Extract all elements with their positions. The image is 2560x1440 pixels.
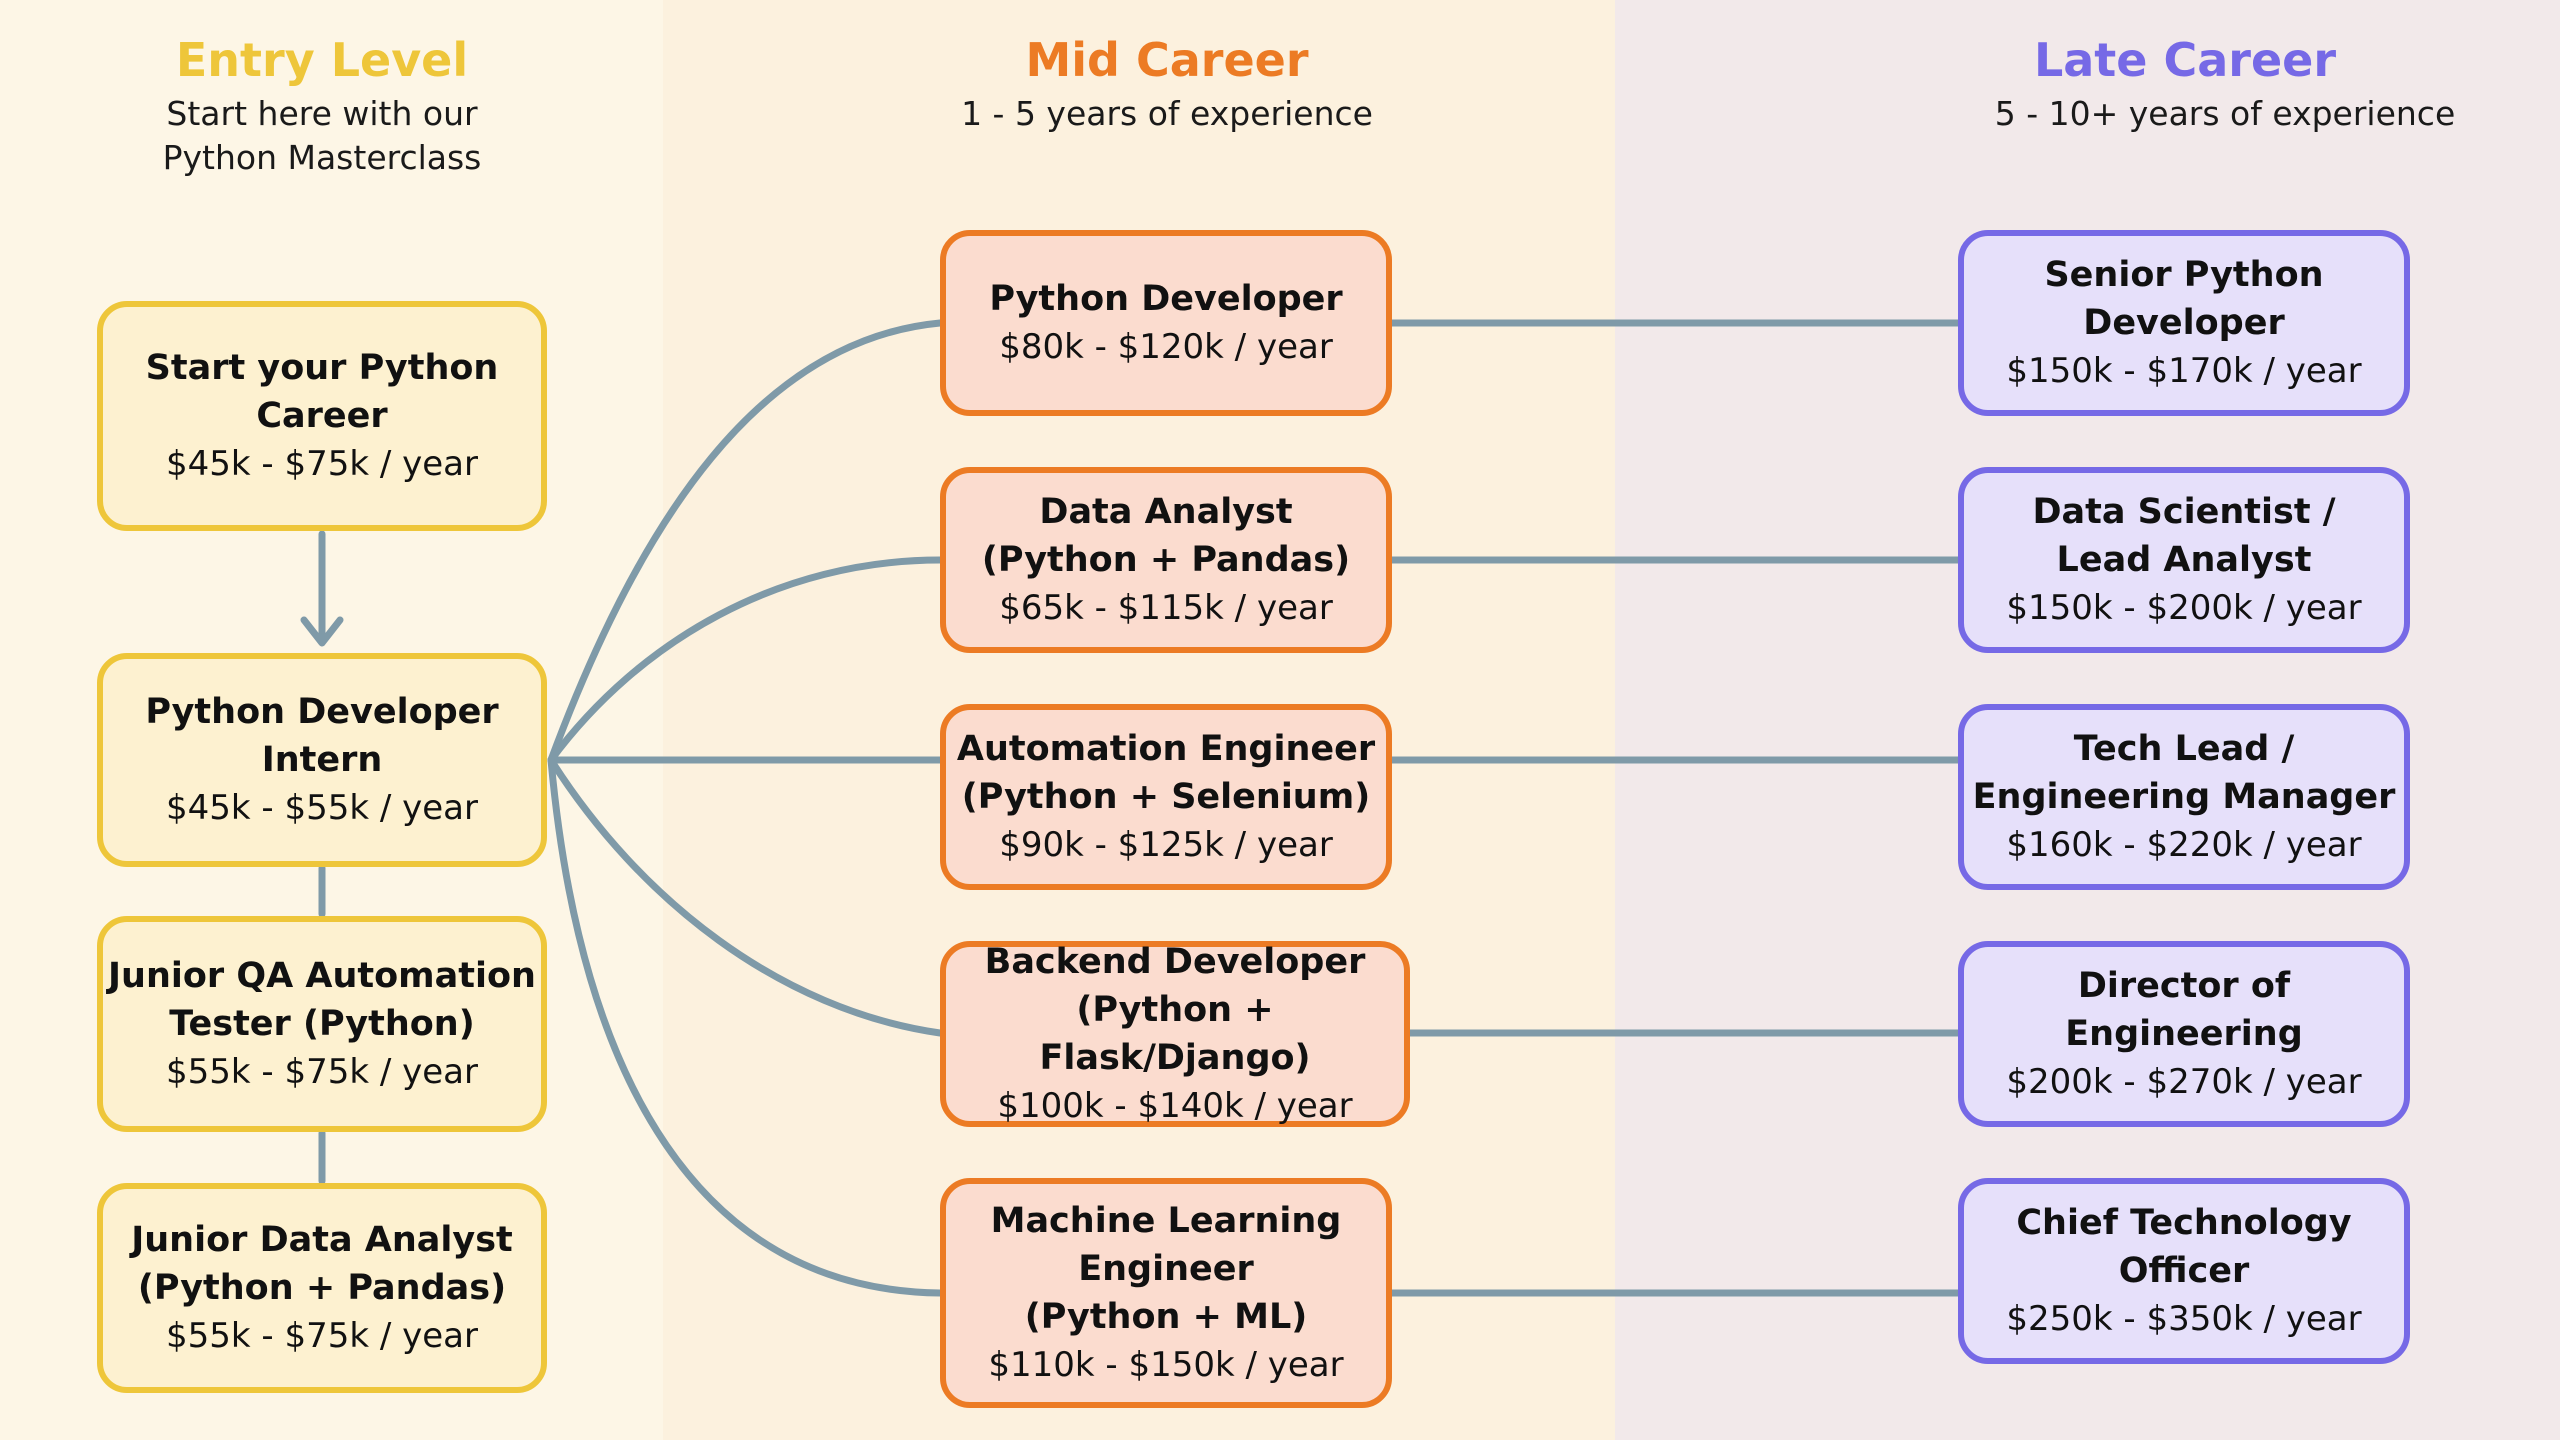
role-card-data-analyst: Data Analyst (Python + Pandas) $65k - $1… <box>940 467 1392 653</box>
role-title: Junior QA Automation Tester (Python) <box>108 956 536 1044</box>
role-card-tech-lead: Tech Lead / Engineering Manager $160k - … <box>1958 704 2410 890</box>
role-salary: $45k - $75k / year <box>166 444 478 484</box>
role-title: Automation Engineer (Python + Selenium) <box>956 729 1376 817</box>
role-salary: $65k - $115k / year <box>999 588 1333 628</box>
role-title: Start your Python Career <box>145 348 499 436</box>
role-title: Tech Lead / Engineering Manager <box>1972 729 2396 817</box>
role-card-machine-learning-engineer: Machine Learning Engineer (Python + ML) … <box>940 1178 1392 1408</box>
role-title: Senior Python Developer <box>2044 255 2324 343</box>
role-title: Director of Engineering <box>2065 966 2303 1054</box>
late-career-title: Late Career <box>2033 33 2337 87</box>
entry-level-header: Entry Level Start here with our Python M… <box>42 28 602 180</box>
role-title: Machine Learning Engineer (Python + ML) <box>990 1201 1342 1337</box>
mid-career-title: Mid Career <box>1025 33 1309 87</box>
connector-intern-to-ml-engineer <box>547 756 944 1297</box>
role-card-chief-technology-officer: Chief Technology Officer $250k - $350k /… <box>1958 1178 2410 1364</box>
role-card-junior-data-analyst: Junior Data Analyst (Python + Pandas) $5… <box>97 1183 547 1393</box>
role-title: Data Analyst (Python + Pandas) <box>981 492 1351 580</box>
role-salary: $150k - $200k / year <box>2006 588 2362 628</box>
role-card-junior-qa-automation-tester: Junior QA Automation Tester (Python) $55… <box>97 916 547 1132</box>
role-card-python-developer-intern: Python Developer Intern $45k - $55k / ye… <box>97 653 547 867</box>
late-career-header: Late Career 5 - 10+ years of experience <box>1835 28 2535 136</box>
role-card-python-developer: Python Developer $80k - $120k / year <box>940 230 1392 416</box>
role-salary: $55k - $75k / year <box>166 1316 478 1356</box>
entry-level-subtitle: Start here with our Python Masterclass <box>162 94 482 177</box>
role-salary: $55k - $75k / year <box>166 1052 478 1092</box>
role-title: Python Developer <box>989 279 1343 319</box>
role-title: Data Scientist / Lead Analyst <box>2032 492 2336 580</box>
late-career-subtitle: 5 - 10+ years of experience <box>1994 94 2456 133</box>
entry-level-title: Entry Level <box>175 33 469 87</box>
mid-career-header: Mid Career 1 - 5 years of experience <box>817 28 1517 136</box>
role-title: Chief Technology Officer <box>2016 1203 2352 1291</box>
role-card-backend-developer: Backend Developer (Python + Flask/Django… <box>940 941 1410 1127</box>
role-salary: $200k - $270k / year <box>2006 1062 2362 1102</box>
role-salary: $45k - $55k / year <box>166 788 478 828</box>
role-title: Backend Developer (Python + Flask/Django… <box>984 942 1366 1078</box>
role-salary: $90k - $125k / year <box>999 825 1333 865</box>
arrowhead-intern <box>300 616 344 647</box>
role-salary: $100k - $140k / year <box>997 1086 1353 1126</box>
role-title: Junior Data Analyst (Python + Pandas) <box>131 1220 513 1308</box>
role-card-start-python-career: Start your Python Career $45k - $75k / y… <box>97 301 547 531</box>
role-salary: $150k - $170k / year <box>2006 351 2362 391</box>
role-card-automation-engineer: Automation Engineer (Python + Selenium) … <box>940 704 1392 890</box>
role-salary: $160k - $220k / year <box>2006 825 2362 865</box>
role-card-data-scientist: Data Scientist / Lead Analyst $150k - $2… <box>1958 467 2410 653</box>
connector-intern-to-data-analyst <box>547 556 944 764</box>
connector-intern-to-backend-developer <box>547 756 944 1037</box>
role-title: Python Developer Intern <box>145 692 499 780</box>
connector-intern-to-python-developer <box>547 319 944 764</box>
role-card-senior-python-developer: Senior Python Developer $150k - $170k / … <box>1958 230 2410 416</box>
role-salary: $80k - $120k / year <box>999 327 1333 367</box>
mid-career-subtitle: 1 - 5 years of experience <box>961 94 1373 133</box>
role-salary: $250k - $350k / year <box>2006 1299 2362 1339</box>
role-card-director-of-engineering: Director of Engineering $200k - $270k / … <box>1958 941 2410 1127</box>
role-salary: $110k - $150k / year <box>988 1345 1344 1385</box>
